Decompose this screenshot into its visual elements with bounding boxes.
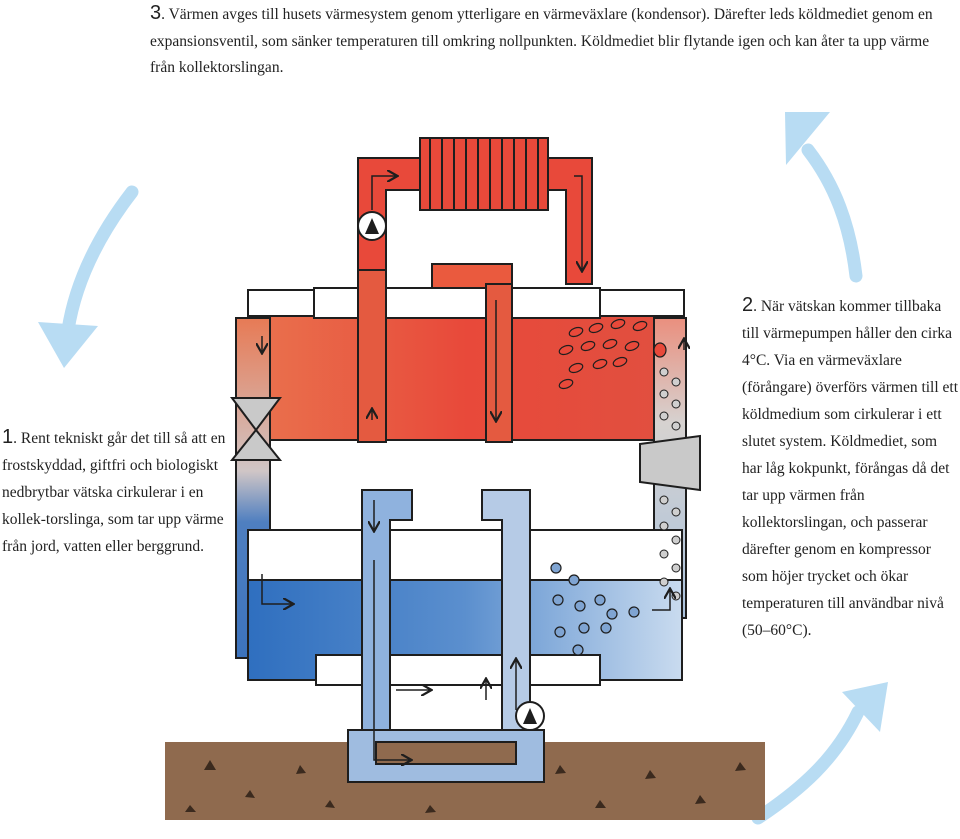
expansion-valve-icon — [229, 397, 283, 461]
condenser-pump-icon — [357, 211, 387, 241]
condenser-tank — [247, 269, 685, 443]
step-1-text: 1. Rent tekniskt går det till så att en … — [2, 424, 237, 560]
cold-bubbles — [550, 562, 640, 656]
step-2-text: 2. När vätskan kommer tillbaka till värm… — [742, 292, 960, 644]
evaporator-tank — [247, 529, 683, 686]
step-1-number: 1 — [2, 426, 14, 448]
compressed-gas-dots — [659, 367, 681, 601]
cycle-arrow-top-right — [785, 112, 863, 283]
vapor-bubbles — [558, 318, 667, 390]
step-3-text: 3. Värmen avges till husets värmesystem … — [150, 0, 950, 82]
step-3-body: . Värmen avges till husets värmesystem g… — [150, 6, 933, 76]
compressor-icon — [639, 434, 701, 492]
flow-arrows — [262, 176, 684, 760]
collector-pump-icon — [515, 701, 545, 731]
step-2-body: . När vätskan kommer tillbaka till värme… — [742, 298, 959, 639]
cycle-arrow-left — [38, 185, 139, 368]
cycle-arrow-bottom-right — [751, 682, 888, 825]
step-3-number: 3 — [150, 2, 162, 24]
step-2-number: 2 — [742, 294, 754, 316]
condenser-coil — [419, 137, 549, 211]
step-1-body: . Rent tekniskt går det till så att en f… — [2, 430, 226, 555]
